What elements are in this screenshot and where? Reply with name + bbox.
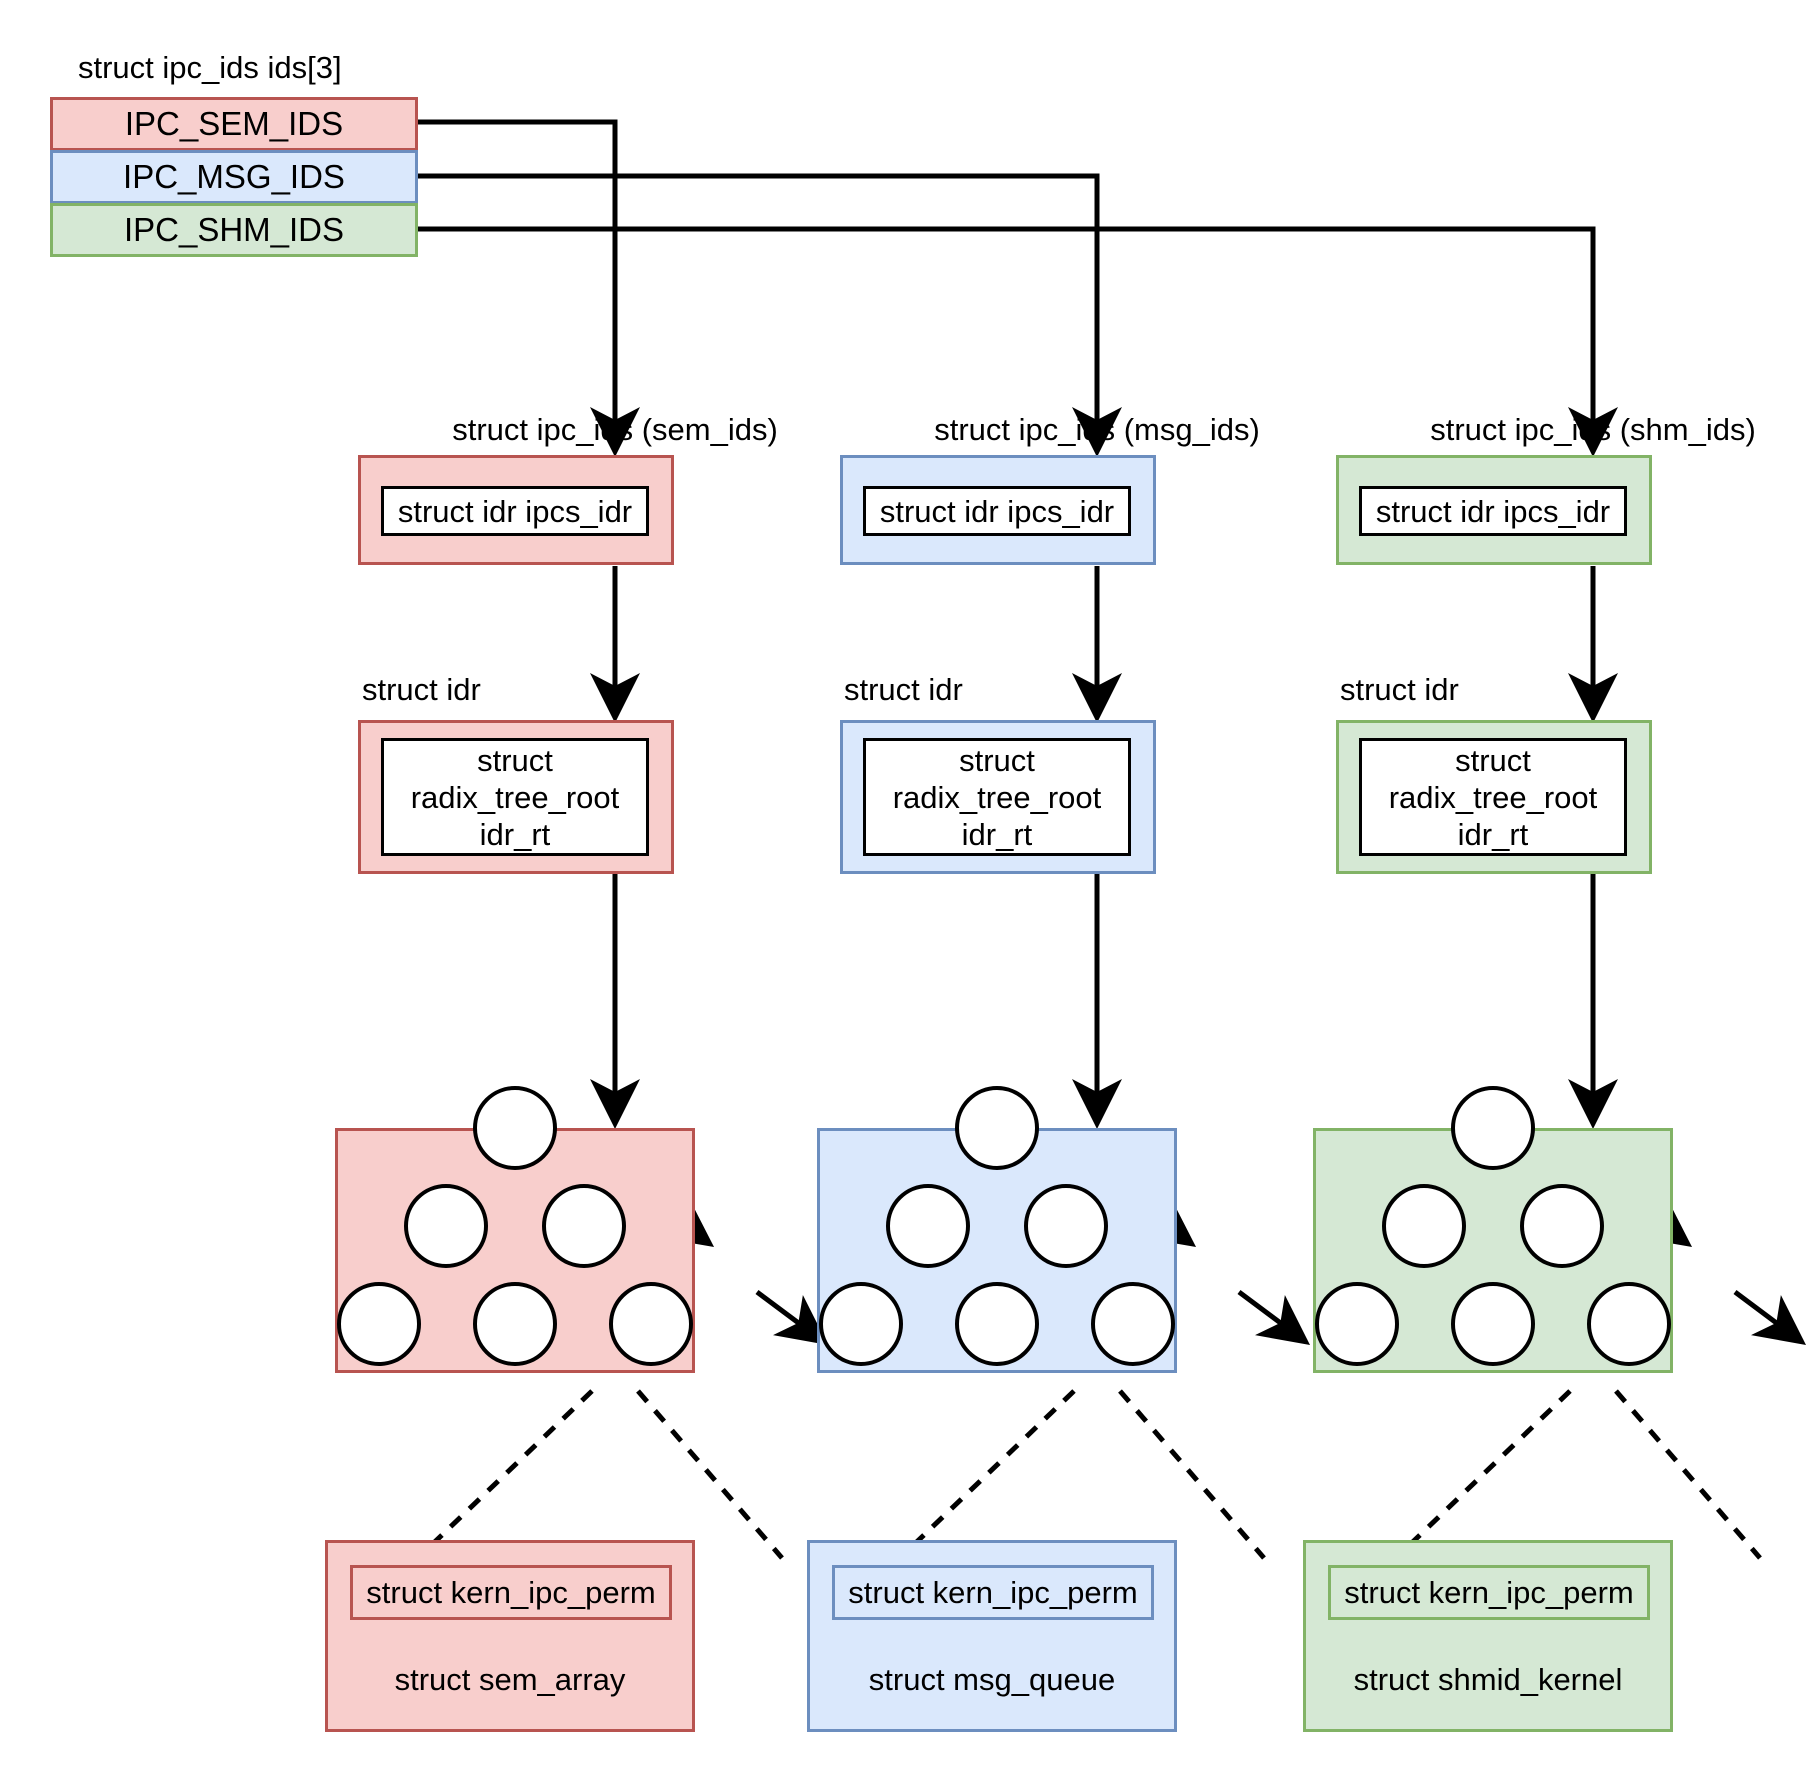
sem-tree-node-leaf-left[interactable] <box>337 1282 421 1366</box>
sem-ipc-ids-caption: struct ipc_ids (sem_ids) <box>452 412 778 447</box>
msg-struct-name: struct msg_queue <box>868 1662 1116 1697</box>
ids-cell-sem[interactable]: IPC_SEM_IDS <box>50 97 418 151</box>
sem-tree-node-leaf-right[interactable] <box>609 1282 693 1366</box>
sem-radix-tree-root-field[interactable]: struct radix_tree_root idr_rt <box>381 738 649 856</box>
shm-struct-name: struct shmid_kernel <box>1353 1662 1623 1697</box>
ids-cell-msg-label: IPC_MSG_IDS <box>123 158 345 195</box>
shm-kern-ipc-perm-label: struct kern_ipc_perm <box>1344 1574 1634 1610</box>
shm-tree-node-mid-left[interactable] <box>1382 1184 1466 1268</box>
msg-kern-ipc-perm-label: struct kern_ipc_perm <box>848 1574 1138 1610</box>
sem-kern-ipc-perm-box[interactable]: struct kern_ipc_perm <box>350 1565 672 1620</box>
msg-ipcs-idr-field[interactable]: struct idr ipcs_idr <box>863 486 1131 536</box>
ids-cell-shm-label: IPC_SHM_IDS <box>123 211 345 248</box>
msg-tree-node-leaf-mid[interactable] <box>955 1282 1039 1366</box>
ids-array-title: struct ipc_ids ids[3] <box>78 50 342 85</box>
msg-kern-ipc-perm-box[interactable]: struct kern_ipc_perm <box>832 1565 1154 1620</box>
msg-tree-node-mid-right[interactable] <box>1024 1184 1108 1268</box>
sem-tree-node-mid-right[interactable] <box>542 1184 626 1268</box>
shm-kern-ipc-perm-box[interactable]: struct kern_ipc_perm <box>1328 1565 1650 1620</box>
sem-tree-node-root[interactable] <box>473 1086 557 1170</box>
sem-idr-caption: struct idr <box>362 672 481 707</box>
msg-tree-node-leaf-right[interactable] <box>1091 1282 1175 1366</box>
dashed-link-sem <box>416 1389 784 1560</box>
dashed-link-shm <box>1394 1389 1762 1560</box>
shm-idr-caption: struct idr <box>1340 672 1459 707</box>
msg-ipc-ids-caption: struct ipc_ids (msg_ids) <box>934 412 1260 447</box>
ids-cell-shm[interactable]: IPC_SHM_IDS <box>50 203 418 257</box>
msg-idr-caption: struct idr <box>844 672 963 707</box>
msg-tree-node-leaf-left[interactable] <box>819 1282 903 1366</box>
msg-tree-node-root[interactable] <box>955 1086 1039 1170</box>
edge-msg-ids-to-msg-column <box>418 173 1122 457</box>
shm-tree-node-leaf-right[interactable] <box>1587 1282 1671 1366</box>
shm-tree-node-leaf-mid[interactable] <box>1451 1282 1535 1366</box>
shm-radix-tree-root-field[interactable]: struct radix_tree_root idr_rt <box>1359 738 1627 856</box>
edge-sem-ids-to-sem-column <box>418 119 640 457</box>
sem-tree-node-mid-left[interactable] <box>404 1184 488 1268</box>
ids-cell-msg[interactable]: IPC_MSG_IDS <box>50 150 418 204</box>
shm-ipc-ids-caption: struct ipc_ids (shm_ids) <box>1430 412 1756 447</box>
ids-cell-sem-label: IPC_SEM_IDS <box>124 105 344 142</box>
sem-tree-node-leaf-mid[interactable] <box>473 1282 557 1366</box>
shm-tree-node-root[interactable] <box>1451 1086 1535 1170</box>
sem-kern-ipc-perm-label: struct kern_ipc_perm <box>366 1574 656 1610</box>
shm-ipcs-idr-field[interactable]: struct idr ipcs_idr <box>1359 486 1627 536</box>
shm-tree-node-mid-right[interactable] <box>1520 1184 1604 1268</box>
dashed-link-msg <box>898 1389 1266 1560</box>
sem-struct-name: struct sem_array <box>394 1662 626 1697</box>
shm-tree-node-leaf-left[interactable] <box>1315 1282 1399 1366</box>
sem-ipcs-idr-field[interactable]: struct idr ipcs_idr <box>381 486 649 536</box>
msg-tree-node-mid-left[interactable] <box>886 1184 970 1268</box>
msg-radix-tree-root-field[interactable]: struct radix_tree_root idr_rt <box>863 738 1131 856</box>
